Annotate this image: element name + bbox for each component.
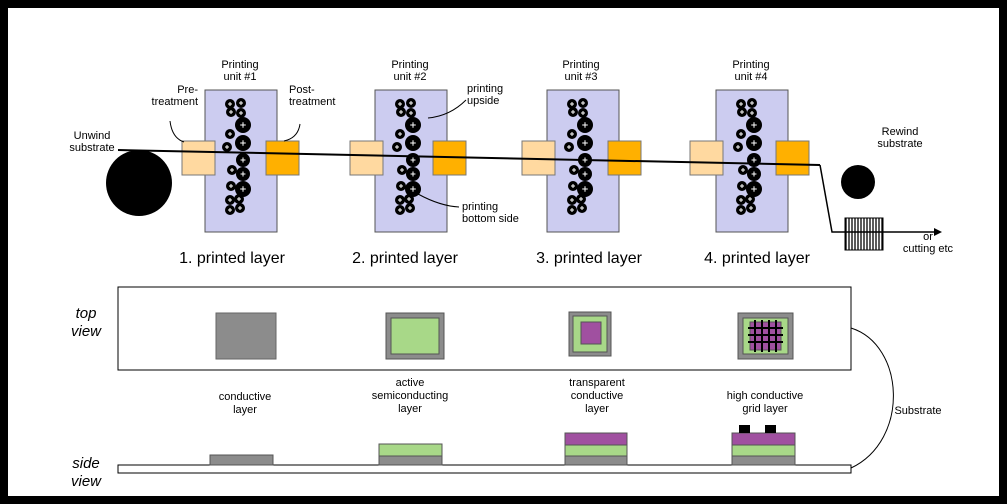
layer-label-1-line: 1. printed layer xyxy=(179,250,286,267)
side-4-grid-line xyxy=(765,425,776,433)
rewind-label-line: Rewind xyxy=(882,126,919,138)
unwind-roll-mark: + xyxy=(136,179,141,189)
rewind-roll xyxy=(841,165,875,199)
side-4-grid-line xyxy=(739,425,750,433)
output-label-line: or xyxy=(923,231,933,243)
cut-sheet-stack xyxy=(844,217,884,251)
side-conductive-layer xyxy=(209,454,274,466)
layer-name-semiconducting-line: semiconducting xyxy=(372,390,448,402)
side-view-label-line: view xyxy=(71,473,102,490)
side-view-label-line: side xyxy=(72,455,100,472)
layer-name-semiconducting-line: active xyxy=(396,377,425,389)
unwind-roll xyxy=(106,150,172,216)
layer-label-3: 3. printed layer xyxy=(536,250,643,267)
output-web xyxy=(819,164,934,233)
printing-upside-label-line: upside xyxy=(467,95,499,107)
printing-bottom-label-line: printing xyxy=(462,201,498,213)
side-2-semiconducting xyxy=(378,443,443,457)
unit-4-title-line: Printing xyxy=(732,59,769,71)
side-4-semiconducting xyxy=(731,444,796,457)
unit-2-title-line: unit #2 xyxy=(393,71,426,83)
pre-treatment-label-line: Pre- xyxy=(177,84,198,96)
pre-treatment-box-4 xyxy=(689,140,724,176)
side-4-conductive xyxy=(731,455,796,466)
post-treatment-label-line: treatment xyxy=(289,96,335,108)
layer-label-2: 2. printed layer xyxy=(352,250,459,267)
pre-treatment-label-line: treatment xyxy=(152,96,198,108)
unit-2-title-line: Printing xyxy=(391,59,428,71)
pre-treatment-label: Pre-treatment xyxy=(152,84,199,108)
layer-label-1: 1. printed layer xyxy=(179,250,286,267)
rewind-label-line: substrate xyxy=(877,138,922,150)
printing-bottom-pointer xyxy=(417,193,460,208)
side-4-transparent xyxy=(731,432,796,446)
printing-upside-pointer xyxy=(427,99,467,119)
layer-name-transparent-line: layer xyxy=(585,403,609,415)
rewind-roll-mark: + xyxy=(856,179,861,188)
layer-name-grid-line: grid layer xyxy=(742,403,788,415)
top-view-label-line: view xyxy=(71,323,102,340)
layer-label-4: 4. printed layer xyxy=(704,250,811,267)
unit-3-title-line: unit #3 xyxy=(564,71,597,83)
unwind-label-line: Unwind xyxy=(74,130,111,142)
top-conductive-layer xyxy=(215,312,277,360)
post-treatment-box-4 xyxy=(775,140,810,176)
substrate-label: Substrate xyxy=(894,405,941,417)
top-view-label-line: top xyxy=(76,305,97,322)
unit-4-title-line: unit #4 xyxy=(734,71,767,83)
pre-treatment-pointer xyxy=(169,120,185,143)
output-label-line: cutting etc xyxy=(903,243,954,255)
post-treatment-box-3 xyxy=(607,140,642,176)
unwind-label-line: substrate xyxy=(69,142,114,154)
post-treatment-label: Post-treatment xyxy=(289,84,335,108)
side-2-conductive xyxy=(378,455,443,466)
side-3-conductive xyxy=(564,455,628,466)
layer-label-3-line: 3. printed layer xyxy=(536,250,643,267)
side-3-transparent xyxy=(564,432,628,446)
layer-name-semiconducting-line: layer xyxy=(398,403,422,415)
diagram-panel xyxy=(8,8,999,496)
post-treatment-label-line: Post- xyxy=(289,84,315,96)
printing-bottom-label-line: bottom side xyxy=(462,213,519,225)
layer-name-conductive-line: layer xyxy=(233,404,257,416)
unit-3-title-line: Printing xyxy=(562,59,599,71)
pre-treatment-box-2 xyxy=(349,140,384,176)
pre-treatment-box-1 xyxy=(181,140,216,176)
unit-1-title-line: unit #1 xyxy=(223,71,256,83)
post-treatment-pointer xyxy=(283,123,301,142)
layer-name-grid-line: high conductive xyxy=(727,390,803,402)
substrate-web xyxy=(117,149,821,166)
substrate-bracket xyxy=(850,327,894,469)
output-arrow xyxy=(934,228,942,236)
layer-name-conductive-line: conductive xyxy=(219,391,272,403)
layer-name-transparent-line: conductive xyxy=(571,390,624,402)
layer-label-4-line: 4. printed layer xyxy=(704,250,811,267)
unit-1-title-line: Printing xyxy=(221,59,258,71)
top-semiconductor-layer xyxy=(390,317,440,355)
top-transparent-layer xyxy=(580,321,602,345)
side-3-semiconducting xyxy=(564,444,628,457)
layer-label-2-line: 2. printed layer xyxy=(352,250,459,267)
side-view-substrate xyxy=(117,464,852,474)
printing-upside-label-line: printing xyxy=(467,83,503,95)
layer-name-transparent-line: transparent xyxy=(569,377,625,389)
post-treatment-box-1 xyxy=(265,140,300,176)
